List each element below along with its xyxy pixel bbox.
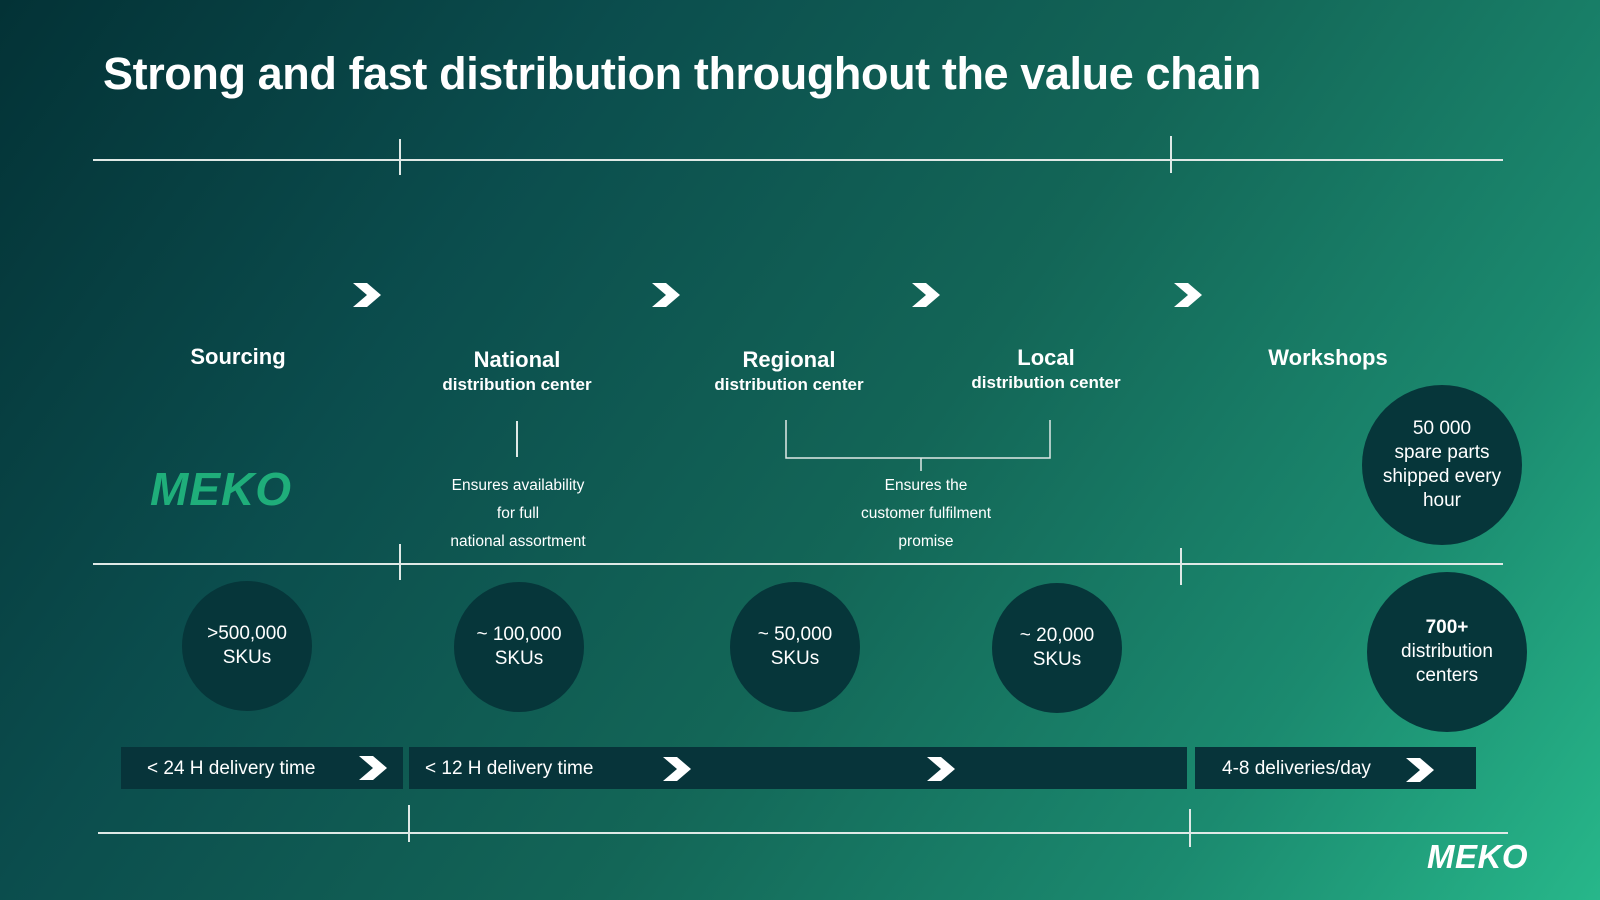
chevron-right-icon bbox=[927, 757, 955, 781]
stage-local-sublabel: distribution center bbox=[971, 373, 1121, 392]
workshops-centers-count: 700+ bbox=[1425, 617, 1469, 638]
note-regional-local: Ensures the customer fulfilment promise bbox=[861, 472, 991, 556]
national-skus-circle: ~ 100,000 SKUs bbox=[454, 582, 584, 712]
top-divider-tick-2 bbox=[1170, 136, 1172, 173]
workshops-delivery-label: 4-8 deliveries/day bbox=[1222, 758, 1371, 779]
sourcing-skus-circle: >500,000 SKUs bbox=[182, 581, 312, 711]
bottom-divider bbox=[98, 832, 1508, 834]
chevron-right-icon bbox=[1406, 758, 1434, 782]
dc-delivery-bar: < 12 H delivery time bbox=[409, 747, 1187, 789]
sourcing-delivery-label: < 24 H delivery time bbox=[147, 758, 316, 779]
page-title: Strong and fast distribution throughout … bbox=[103, 48, 1261, 99]
stage-national: National distribution center bbox=[442, 347, 591, 395]
bottom-divider-tick-2 bbox=[1189, 809, 1191, 847]
workshops-centers-circle: 700+ distribution centers bbox=[1367, 572, 1527, 732]
note-regional-local-line: Ensures the bbox=[884, 477, 968, 494]
chevron-right-icon bbox=[1174, 283, 1202, 307]
chevron-right-icon bbox=[652, 283, 680, 307]
note-national-line: for full bbox=[496, 505, 540, 522]
meko-logo: MEKO bbox=[150, 463, 292, 515]
national-connector bbox=[516, 421, 518, 457]
note-regional-local-line: promise bbox=[898, 533, 954, 550]
chevron-right-icon bbox=[353, 283, 381, 307]
top-divider-tick-1 bbox=[399, 139, 401, 175]
middle-divider-tick-2 bbox=[1180, 548, 1182, 585]
middle-divider bbox=[93, 563, 1503, 565]
chevron-right-icon bbox=[359, 756, 387, 780]
dc-delivery-label: < 12 H delivery time bbox=[425, 758, 594, 779]
stage-local: Local distribution center bbox=[971, 345, 1120, 393]
stage-local-label: Local bbox=[1017, 345, 1075, 370]
stage-national-label: National bbox=[473, 347, 561, 372]
stage-workshops-label: Workshops bbox=[1268, 345, 1388, 370]
sourcing-delivery-bar: < 24 H delivery time bbox=[121, 747, 403, 789]
stage-regional-sublabel: distribution center bbox=[714, 375, 864, 394]
chevron-right-icon bbox=[663, 757, 691, 781]
top-divider bbox=[93, 159, 1503, 161]
regional-skus-circle: ~ 50,000 SKUs bbox=[730, 582, 860, 712]
stage-sourcing-label: Sourcing bbox=[190, 344, 286, 369]
stage-sourcing: Sourcing bbox=[190, 344, 285, 370]
stage-workshops: Workshops bbox=[1268, 345, 1387, 371]
note-national-line: national assortment bbox=[450, 533, 586, 550]
middle-divider-tick-1 bbox=[399, 544, 401, 580]
stage-regional-label: Regional bbox=[742, 347, 836, 372]
local-skus-circle: ~ 20,000 SKUs bbox=[992, 583, 1122, 713]
chevron-right-icon bbox=[912, 283, 940, 307]
note-national: Ensures availability for full national a… bbox=[450, 472, 585, 556]
note-regional-local-line: customer fulfilment bbox=[860, 505, 992, 522]
stage-national-sublabel: distribution center bbox=[442, 375, 592, 394]
note-national-line: Ensures availability bbox=[451, 477, 585, 494]
bottom-divider-tick-1 bbox=[408, 805, 410, 842]
regional-local-bracket bbox=[785, 420, 1051, 471]
workshops-parts-circle: 50 000 spare parts shipped every hour bbox=[1362, 385, 1522, 545]
workshops-centers-label: distribution centers bbox=[1401, 641, 1493, 686]
workshops-delivery-bar: 4-8 deliveries/day bbox=[1195, 747, 1476, 789]
stage-regional: Regional distribution center bbox=[714, 347, 863, 395]
meko-corner-logo: MEKO bbox=[1427, 838, 1528, 875]
